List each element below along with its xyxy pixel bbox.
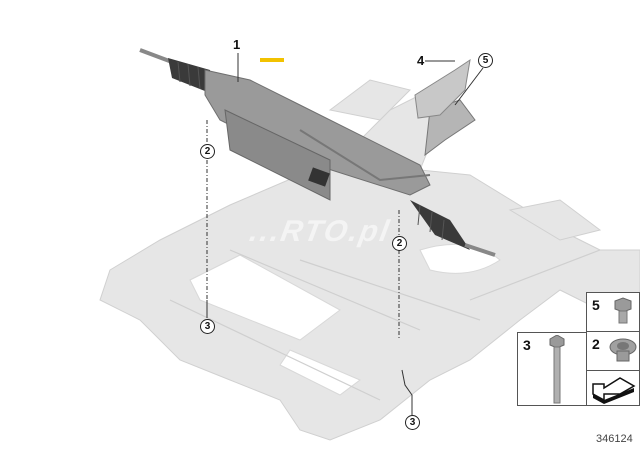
- callout-1[interactable]: 1: [233, 37, 241, 52]
- direction-arrow-icon: [592, 377, 636, 404]
- callout-3-right[interactable]: 3: [405, 415, 420, 430]
- callout-2-left[interactable]: 2: [200, 144, 215, 159]
- diagram-id: 346124: [596, 433, 633, 445]
- long-bolt-icon: [549, 335, 565, 404]
- legend-item-2[interactable]: 2: [586, 331, 640, 371]
- callout-5[interactable]: 5: [478, 53, 493, 68]
- legend-item-arrow[interactable]: [586, 370, 640, 406]
- legend-item-3[interactable]: 3: [517, 332, 587, 406]
- highlight-marker: [260, 58, 284, 62]
- hex-bolt-short-icon: [614, 297, 632, 324]
- callout-4[interactable]: 4: [417, 53, 425, 68]
- legend-item-5[interactable]: 5: [586, 292, 640, 332]
- legend-label: 2: [592, 336, 600, 352]
- legend-label: 5: [592, 297, 600, 313]
- legend-label: 3: [523, 337, 531, 353]
- callout-2-right[interactable]: 2: [392, 236, 407, 251]
- watermark: ...RTO.pl: [247, 215, 394, 248]
- callout-3-left[interactable]: 3: [200, 319, 215, 334]
- flange-nut-icon: [609, 338, 637, 362]
